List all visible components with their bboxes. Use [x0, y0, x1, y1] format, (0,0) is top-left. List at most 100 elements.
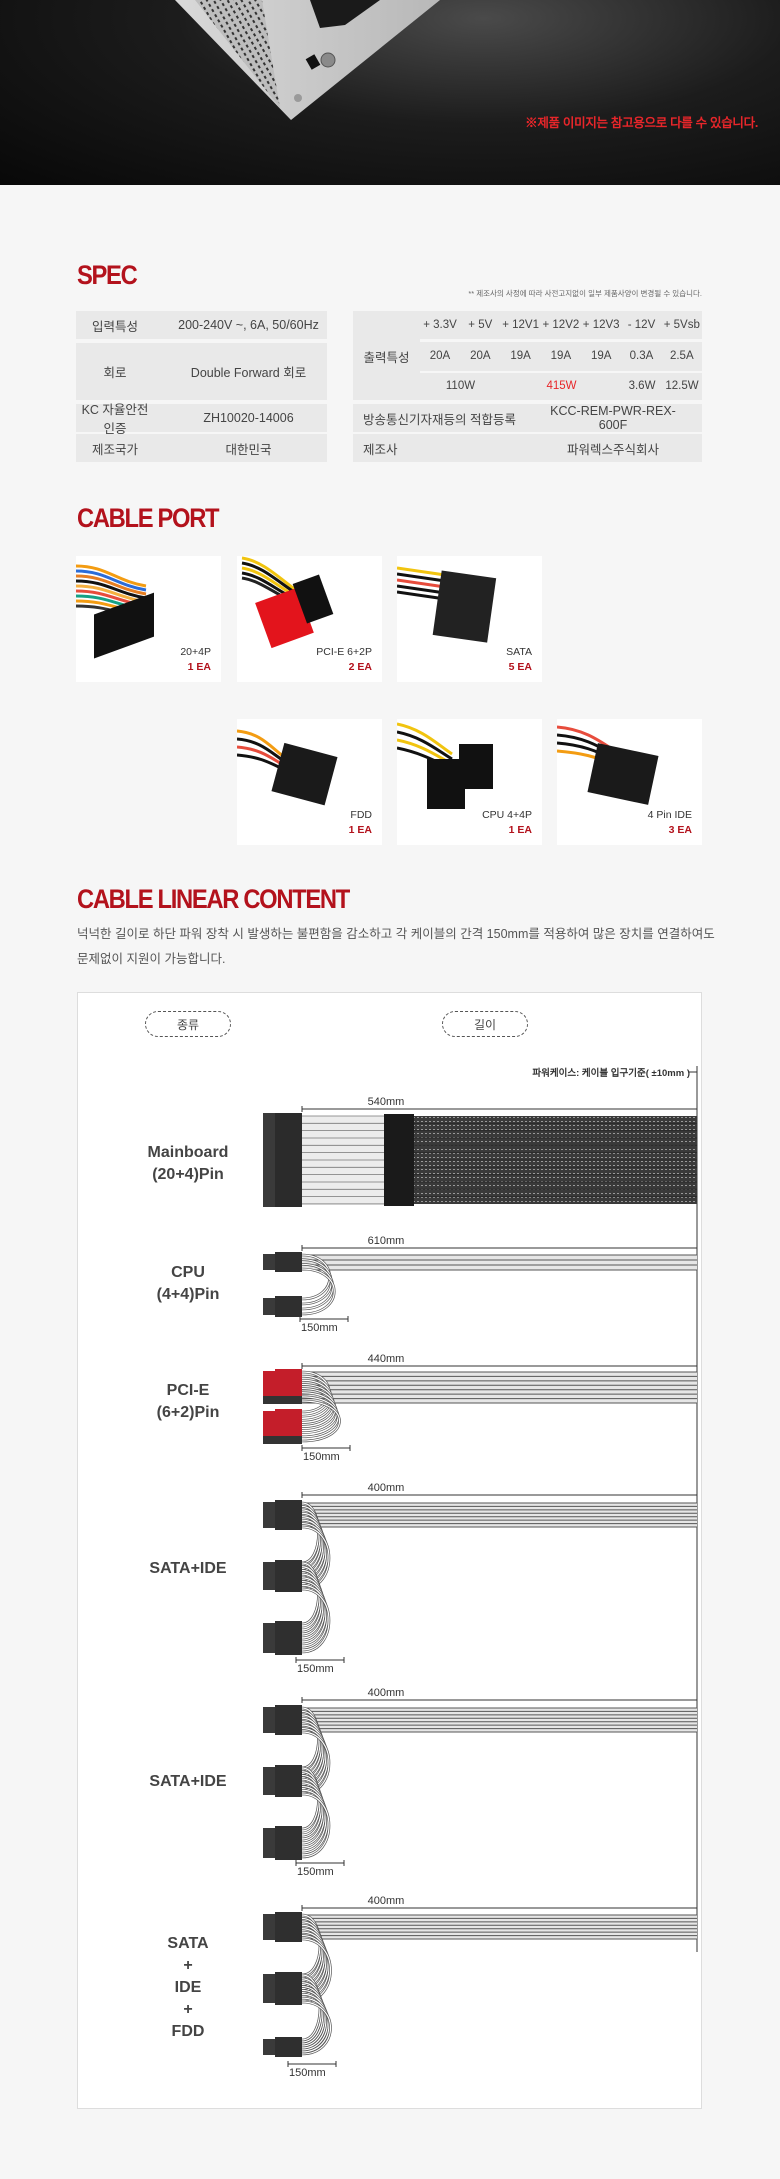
- port-count: 1 EA: [187, 661, 211, 673]
- connector-icon: [275, 1621, 302, 1655]
- rail-amps: 19A: [550, 350, 572, 362]
- cable-type-line: CPU: [171, 1264, 205, 1281]
- watt-value: 3.6W: [628, 380, 656, 392]
- cable-type-line: SATA+IDE: [149, 1560, 227, 1577]
- connector-photo: [75, 564, 154, 659]
- rail-amps: 19A: [510, 350, 531, 362]
- spec-right-table: 출력특성 + 3.3V+ 5V+ 12V1+ 12V2+ 12V3- 12V+ …: [353, 311, 702, 462]
- spec-label: KC 자율안전인증: [81, 403, 149, 436]
- description-line: 넉넉한 길이로 하단 파워 장착 시 발생하는 불편함을 감소하고 각 케이블의…: [77, 927, 715, 941]
- spec-title: SPEC: [77, 260, 138, 290]
- split-length-label: 150mm: [297, 1866, 334, 1878]
- connector-photo: [236, 729, 338, 806]
- cable-port-card: PCI-E 6+2P 2 EA: [237, 556, 382, 682]
- rail-amps: 2.5A: [669, 350, 694, 362]
- cable-diagram: 540mm610mm150mm440mm150mm400mm150mm400mm…: [263, 1066, 698, 2079]
- image-disclaimer: ※제품 이미지는 참고용으로 다를 수 있습니다.: [525, 116, 758, 130]
- connector-icon: [275, 2037, 302, 2057]
- rail-name: + 5Vsb: [663, 319, 700, 331]
- rail-amps: 20A: [429, 350, 451, 362]
- cable-type-line: IDE: [174, 1979, 202, 1996]
- cable-0: 540mm: [263, 1096, 697, 1207]
- spec-label: 입력특성: [91, 319, 138, 334]
- port-count: 1 EA: [348, 824, 372, 836]
- cable-type-label: SATA+IDE: [113, 1771, 263, 1793]
- cable-type-line: SATA+IDE: [149, 1773, 227, 1790]
- connector-icon: [275, 1912, 302, 1942]
- cable-port-card: CPU 4+4P 1 EA: [396, 719, 542, 845]
- connector-photo: [241, 556, 334, 649]
- rail-name: + 3.3V: [423, 319, 457, 331]
- spec-note: ** 제조사의 사정에 따라 사전고지없이 일부 제품사양이 변경될 수 있습니…: [468, 289, 702, 298]
- watt-value: 110W: [445, 380, 476, 392]
- spec-row: KC 자율안전인증 ZH10020-14006: [76, 403, 327, 436]
- spec-row: 제조국가 대한민국: [76, 434, 327, 462]
- spec-label: 제조국가: [91, 442, 138, 457]
- hero-banner: ※제품 이미지는 참고용으로 다를 수 있습니다.: [0, 0, 780, 185]
- cable-type-line: +: [183, 2001, 193, 2018]
- psu-product-image: [175, 0, 440, 120]
- watts-row: 110W 415W 3.6W 12.5W: [420, 372, 702, 400]
- rail-name: + 12V2: [542, 319, 580, 331]
- connector-icon: [275, 1252, 302, 1272]
- maker-value: 파워렉스주식회사: [566, 442, 659, 457]
- cable-type-line: (4+4)Pin: [156, 1286, 220, 1303]
- cable-type-line: +: [183, 1957, 193, 1974]
- type-column-pill: 종류: [145, 1011, 231, 1037]
- connector-photo: [556, 725, 659, 805]
- cable-linear-description: 넉넉한 길이로 하단 파워 장착 시 발생하는 불편함을 감소하고 각 케이블의…: [77, 922, 715, 972]
- cable-linear-title: CABLE LINEAR CONTENT: [77, 884, 350, 914]
- cable-type-line: Mainboard: [147, 1144, 229, 1161]
- cable-type-line: SATA: [167, 1935, 209, 1952]
- rail-name: - 12V: [627, 319, 656, 331]
- port-count: 2 EA: [348, 661, 372, 673]
- output-label: 출력특성: [363, 351, 410, 365]
- maker-row: 제조사 파워렉스주식회사: [353, 434, 702, 462]
- spec-value: 대한민국: [225, 442, 272, 457]
- length-column-pill: 길이: [442, 1011, 528, 1037]
- rail-amps: 20A: [470, 350, 491, 362]
- port-name: SATA: [506, 646, 532, 658]
- split-length-label: 150mm: [297, 1663, 334, 1675]
- cable-port-card: 4 Pin IDE 3 EA: [556, 719, 702, 845]
- cable-sleeve-clamp: [384, 1114, 414, 1206]
- spec-value: 200-240V ~, 6A, 50/60Hz: [178, 318, 319, 332]
- atx-connector-icon: [275, 1113, 302, 1207]
- spec-left-table: 입력특성 200-240V ~, 6A, 50/60Hz 회로 Double F…: [76, 311, 327, 462]
- connector-icon: [275, 1705, 302, 1735]
- spec-row: 입력특성 200-240V ~, 6A, 50/60Hz: [76, 311, 327, 339]
- connector-icon: [275, 1500, 302, 1530]
- spec-value: ZH10020-14006: [203, 411, 294, 425]
- port-name: PCI-E 6+2P: [316, 646, 372, 658]
- description-line: 문제없이 지원이 가능합니다.: [77, 952, 226, 966]
- cable-type-label: CPU (4+4)Pin: [113, 1262, 263, 1306]
- kcc-value: KCC-REM-PWR-REX-600F: [550, 404, 676, 432]
- cable-port-title: CABLE PORT: [77, 503, 220, 533]
- cable-type-label: Mainboard (20+4)Pin: [113, 1142, 263, 1186]
- connector-icon: [275, 1560, 302, 1592]
- output-block: [353, 311, 702, 400]
- cable-type-label: PCI-E(6+2)Pin: [113, 1380, 263, 1424]
- length-label: 610mm: [368, 1235, 405, 1247]
- cable-port-card: SATA 5 EA: [396, 556, 542, 682]
- rail-name: + 12V3: [582, 319, 620, 331]
- case-note: 파워케이스: 케이블 입구기준( ±10mm ): [532, 1068, 690, 1079]
- spec-value: Double Forward 회로: [190, 366, 307, 380]
- rail-amps: 19A: [590, 350, 612, 362]
- connector-photo: [396, 566, 497, 643]
- watt-value-highlight: 415W: [546, 380, 577, 392]
- rail-name: + 5V: [468, 319, 493, 331]
- port-count: 3 EA: [668, 824, 692, 836]
- rail-name: + 12V1: [502, 319, 539, 331]
- cable-type-label: SATA+IDE+FDD: [113, 1933, 263, 2043]
- split-length-label: 150mm: [303, 1451, 340, 1463]
- cable-type-line: (6+2)Pin: [156, 1404, 220, 1421]
- rail-row: + 3.3V + 5V + 12V1+ 12V2+ 12V3 - 12V + 5Vsb: [420, 311, 702, 339]
- connector-icon: [275, 1972, 302, 2005]
- cable-type-line: (20+4)Pin: [152, 1166, 224, 1183]
